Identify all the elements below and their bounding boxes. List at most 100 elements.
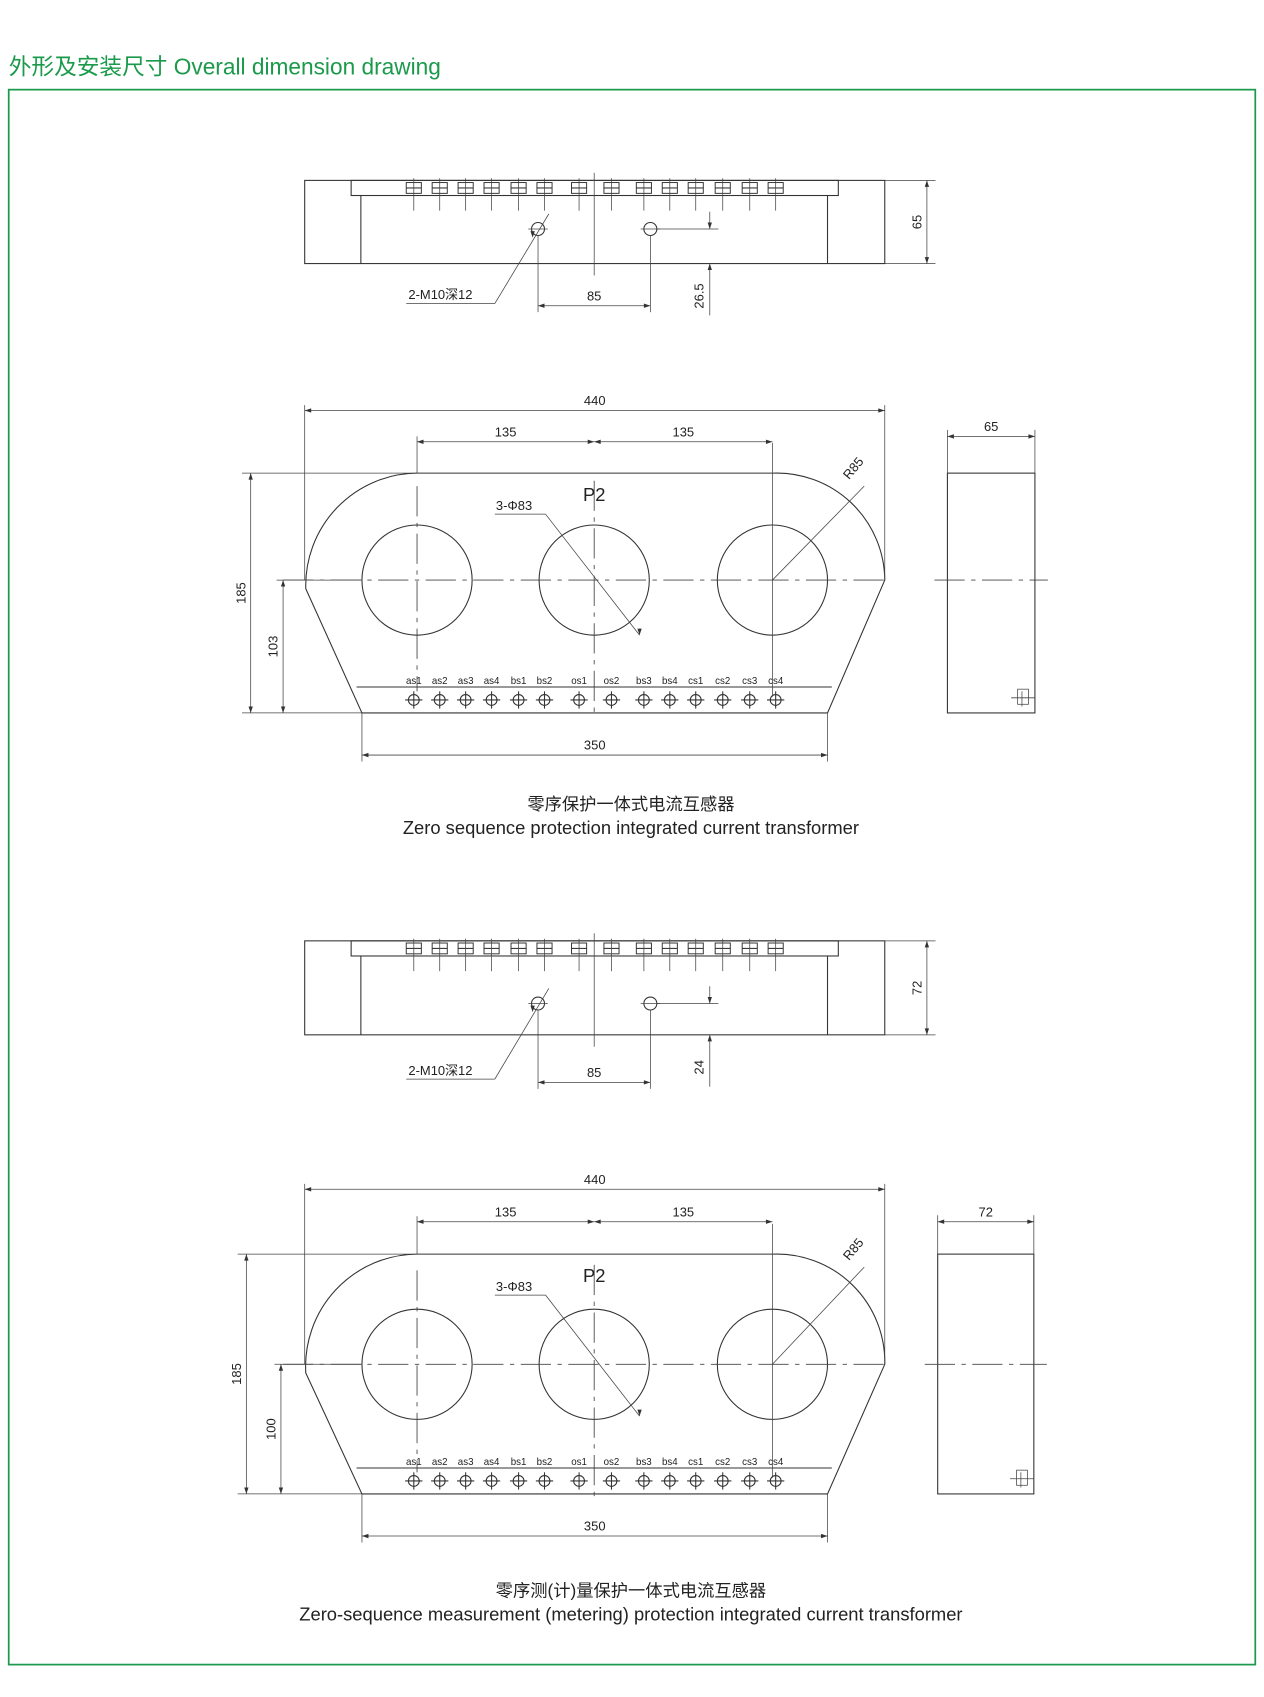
center-height-dim: 100: [264, 1418, 279, 1440]
dimension-arrow: [538, 1080, 545, 1085]
drawing-frame: [7, 88, 1257, 1666]
leader-line: [494, 988, 550, 1080]
terminal-label: bs2: [537, 676, 553, 687]
side-terminal-icon: [1017, 688, 1029, 705]
pitch-left-dim: 135: [495, 1204, 517, 1219]
dimension-arrow: [280, 580, 286, 587]
dimension-arrow: [765, 1219, 773, 1224]
terminal-strip: [350, 179, 839, 197]
terminal-label: bs3: [636, 1457, 652, 1468]
dimension-arrow: [248, 706, 253, 713]
side-view-body: [946, 472, 1036, 714]
terminal-top-icon: [767, 178, 784, 211]
dimension-arrow: [587, 439, 595, 444]
center-height-dim: 103: [266, 636, 281, 658]
dimension-arrow: [765, 439, 773, 444]
terminal-top-icon: [457, 178, 474, 211]
dimension-arrow: [643, 303, 651, 308]
terminal-label: os2: [604, 676, 620, 687]
terminal-label: as4: [484, 676, 500, 687]
terminal-top-icon: [405, 178, 422, 211]
caption-english: Zero sequence protection integrated curr…: [403, 817, 859, 838]
hole-spacing-dim: 85: [587, 288, 601, 303]
terminal-top-icon: [661, 178, 678, 211]
terminal-top-icon: [483, 178, 500, 211]
terminal-label: cs2: [715, 676, 730, 687]
terminal-top-icon: [741, 178, 758, 211]
dimension-arrow: [417, 439, 424, 444]
dimension-arrow: [530, 1005, 535, 1013]
terminal-top-icon: [431, 178, 448, 211]
dimension-arrow: [244, 1487, 249, 1494]
overall-width-dim: 440: [584, 393, 606, 408]
terminal-label: cs4: [768, 676, 784, 687]
top-height-dim: 65: [909, 215, 924, 229]
dimension-arrow: [280, 706, 286, 713]
terminal-top-icon: [603, 178, 620, 211]
pitch-right-dim: 135: [672, 1204, 694, 1219]
page-title: 外形及安装尺寸 Overall dimension drawing: [9, 54, 441, 80]
terminal-label: bs1: [511, 1457, 527, 1468]
dimension-arrow: [278, 1364, 284, 1371]
dimension-arrow: [361, 752, 369, 758]
pitch-right-dim: 135: [672, 424, 694, 439]
mounting-hole-label: 2-M10深12: [408, 1063, 472, 1078]
dimension-arrow: [361, 1533, 369, 1539]
terminal-strip: [350, 940, 839, 957]
terminal-label: as3: [458, 676, 474, 687]
dimension-arrow: [637, 628, 642, 636]
dimension-arrow: [924, 257, 930, 264]
dimension-arrow: [947, 434, 954, 439]
dimension-arrow: [924, 180, 930, 187]
top-height-dim: 72: [909, 981, 924, 995]
terminal-label: as2: [432, 1457, 448, 1468]
terminal-top-icon: [741, 938, 758, 972]
terminal-label: cs2: [715, 1457, 730, 1468]
terminal-label: cs3: [742, 1457, 757, 1468]
terminal-label: bs4: [662, 1457, 678, 1468]
dimension-arrow: [637, 1409, 642, 1417]
terminal-top-icon: [571, 178, 588, 211]
terminal-top-icon: [603, 938, 620, 972]
dimension-arrow: [587, 1219, 595, 1224]
dimension-arrow: [821, 1533, 828, 1539]
terminal-label: bs4: [662, 676, 678, 687]
dimension-arrow: [304, 408, 312, 413]
terminal-top-icon: [687, 938, 704, 972]
base-width-dim: 350: [584, 1519, 606, 1534]
terminal-label: bs3: [636, 676, 652, 687]
radius-label: R85: [840, 454, 867, 482]
terminal-label: os1: [571, 1457, 587, 1468]
dimension-arrow: [1028, 434, 1035, 439]
polarity-marker-p2: P2: [583, 1265, 605, 1286]
leader-line: [494, 213, 550, 304]
dimension-arrow: [643, 1080, 651, 1085]
dimension-arrow: [538, 303, 545, 308]
transformer-body: [305, 472, 886, 714]
side-terminal-icon: [1016, 1469, 1028, 1486]
radius-label: R85: [840, 1235, 867, 1263]
overall-height-dim: 185: [233, 582, 248, 604]
top-view-body: [304, 940, 886, 1036]
dimension-arrow: [707, 1034, 712, 1042]
terminal-top-icon: [714, 938, 731, 972]
dimension-arrow: [707, 263, 712, 271]
transformer-body: [305, 1253, 886, 1495]
terminal-top-icon: [635, 178, 652, 211]
terminal-top-icon: [571, 938, 588, 972]
dimension-arrow: [594, 439, 601, 444]
hole-offset-dim: 26.5: [691, 283, 706, 308]
terminal-top-icon: [483, 938, 500, 972]
terminal-label: cs1: [688, 1457, 703, 1468]
terminal-label: os1: [571, 676, 587, 687]
dimension-arrow: [1027, 1219, 1034, 1224]
terminal-label: cs4: [768, 1457, 784, 1468]
dimension-arrow: [304, 1187, 312, 1192]
hole-spacing-dim: 85: [587, 1065, 601, 1080]
terminal-top-icon: [510, 938, 527, 972]
